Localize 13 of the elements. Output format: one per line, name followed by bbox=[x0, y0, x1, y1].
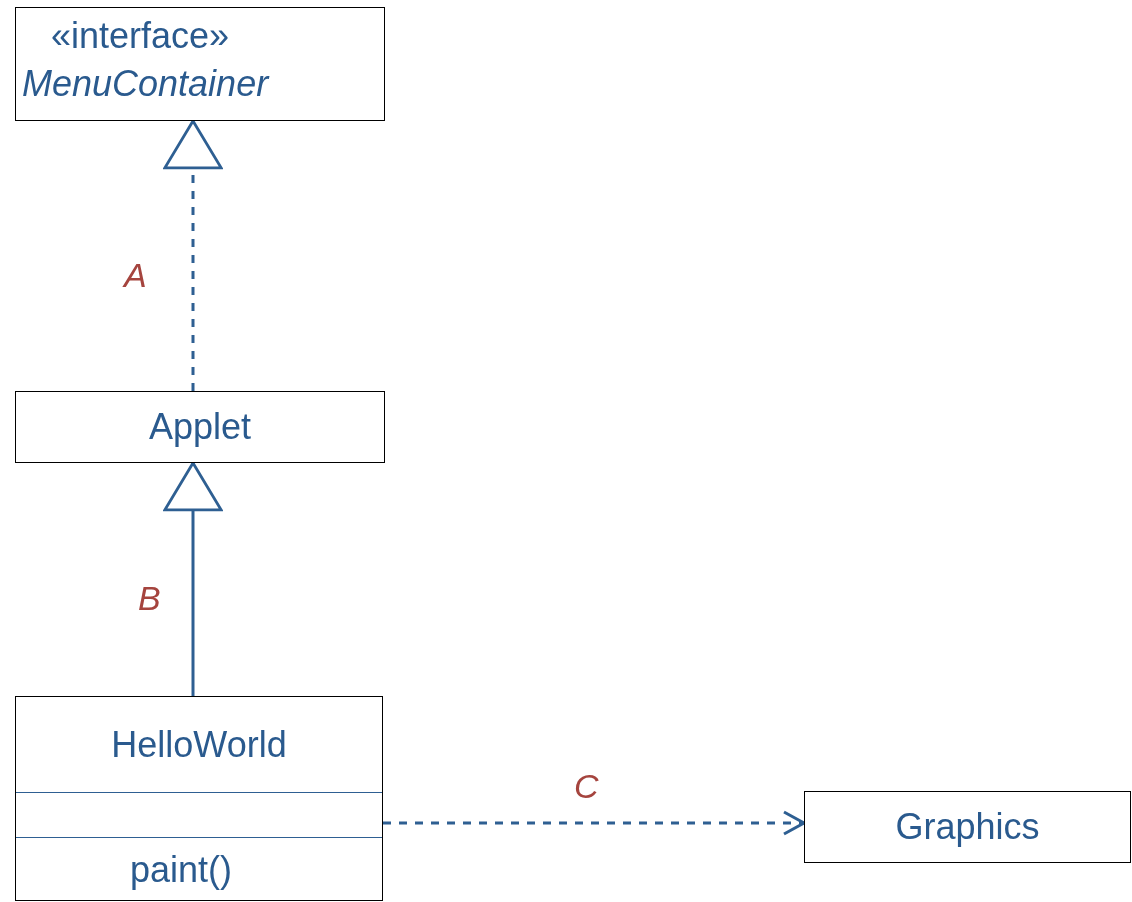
dashed-arrow bbox=[383, 810, 806, 836]
stereotype-label: «interface» bbox=[51, 14, 230, 58]
class-box bbox=[804, 791, 1131, 863]
class-name: Applet bbox=[148, 405, 252, 449]
class-box bbox=[15, 7, 385, 121]
class-name: Graphics bbox=[895, 805, 1040, 849]
interface-name: MenuContainer bbox=[22, 62, 269, 106]
class-name: HelloWorld bbox=[111, 722, 287, 767]
method-name: paint() bbox=[129, 848, 232, 892]
class-box bbox=[15, 391, 385, 463]
dashed-arrow bbox=[163, 119, 223, 391]
arrow bbox=[163, 461, 223, 696]
class-box bbox=[15, 696, 383, 901]
